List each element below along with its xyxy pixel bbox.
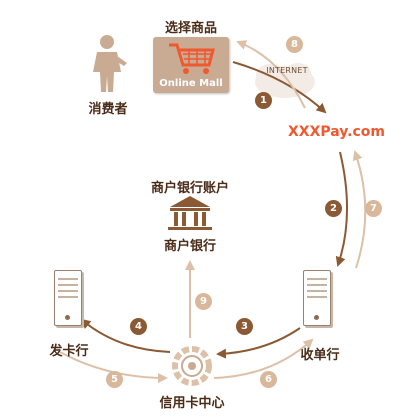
issuer-label: 发卡行 — [49, 344, 89, 359]
step-badge-5: 5 — [106, 371, 123, 388]
arrow-step-2 — [335, 151, 349, 267]
merchant-bank-label: 商户银行 — [163, 239, 217, 254]
arrow-step-8 — [236, 40, 306, 109]
consumer-person-icon — [93, 35, 127, 92]
consumer-label: 消费者 — [88, 102, 128, 117]
arrow-step-3 — [216, 327, 301, 359]
card-center-label: 信用卡中心 — [159, 396, 225, 411]
online-mall-label: Online Mall — [159, 78, 223, 89]
merchant-account-title: 商户银行账户 — [150, 181, 230, 196]
arrow-step-7 — [352, 150, 367, 269]
acquirer-label: 收单行 — [300, 348, 340, 363]
step-badge-1: 1 — [255, 92, 272, 109]
payment-gateway-label: XXXPay.com — [288, 124, 385, 140]
step-badge-3: 3 — [236, 318, 253, 335]
card-center-ring-icon — [172, 346, 212, 386]
internet-cloud-icon — [255, 63, 315, 98]
arrow-step-1 — [232, 61, 327, 114]
step-badge-2: 2 — [325, 200, 342, 217]
arrow-step-6 — [213, 338, 314, 379]
arrow-step-4 — [80, 318, 171, 353]
online-mall-icon: Online Mall — [153, 37, 229, 93]
shopping-cart-icon — [169, 43, 215, 74]
step-badge-8: 8 — [286, 36, 303, 53]
step-badge-6: 6 — [260, 371, 277, 388]
acquirer-server-icon — [303, 270, 331, 326]
step-badge-4: 4 — [130, 318, 147, 335]
bank-building-icon — [168, 196, 212, 230]
internet-label: INTERNET — [266, 66, 308, 75]
issuer-server-icon — [54, 270, 82, 326]
step-badge-9: 9 — [195, 293, 212, 310]
select-goods-label: 选择商品 — [164, 21, 218, 36]
step-badge-7: 7 — [365, 200, 382, 217]
